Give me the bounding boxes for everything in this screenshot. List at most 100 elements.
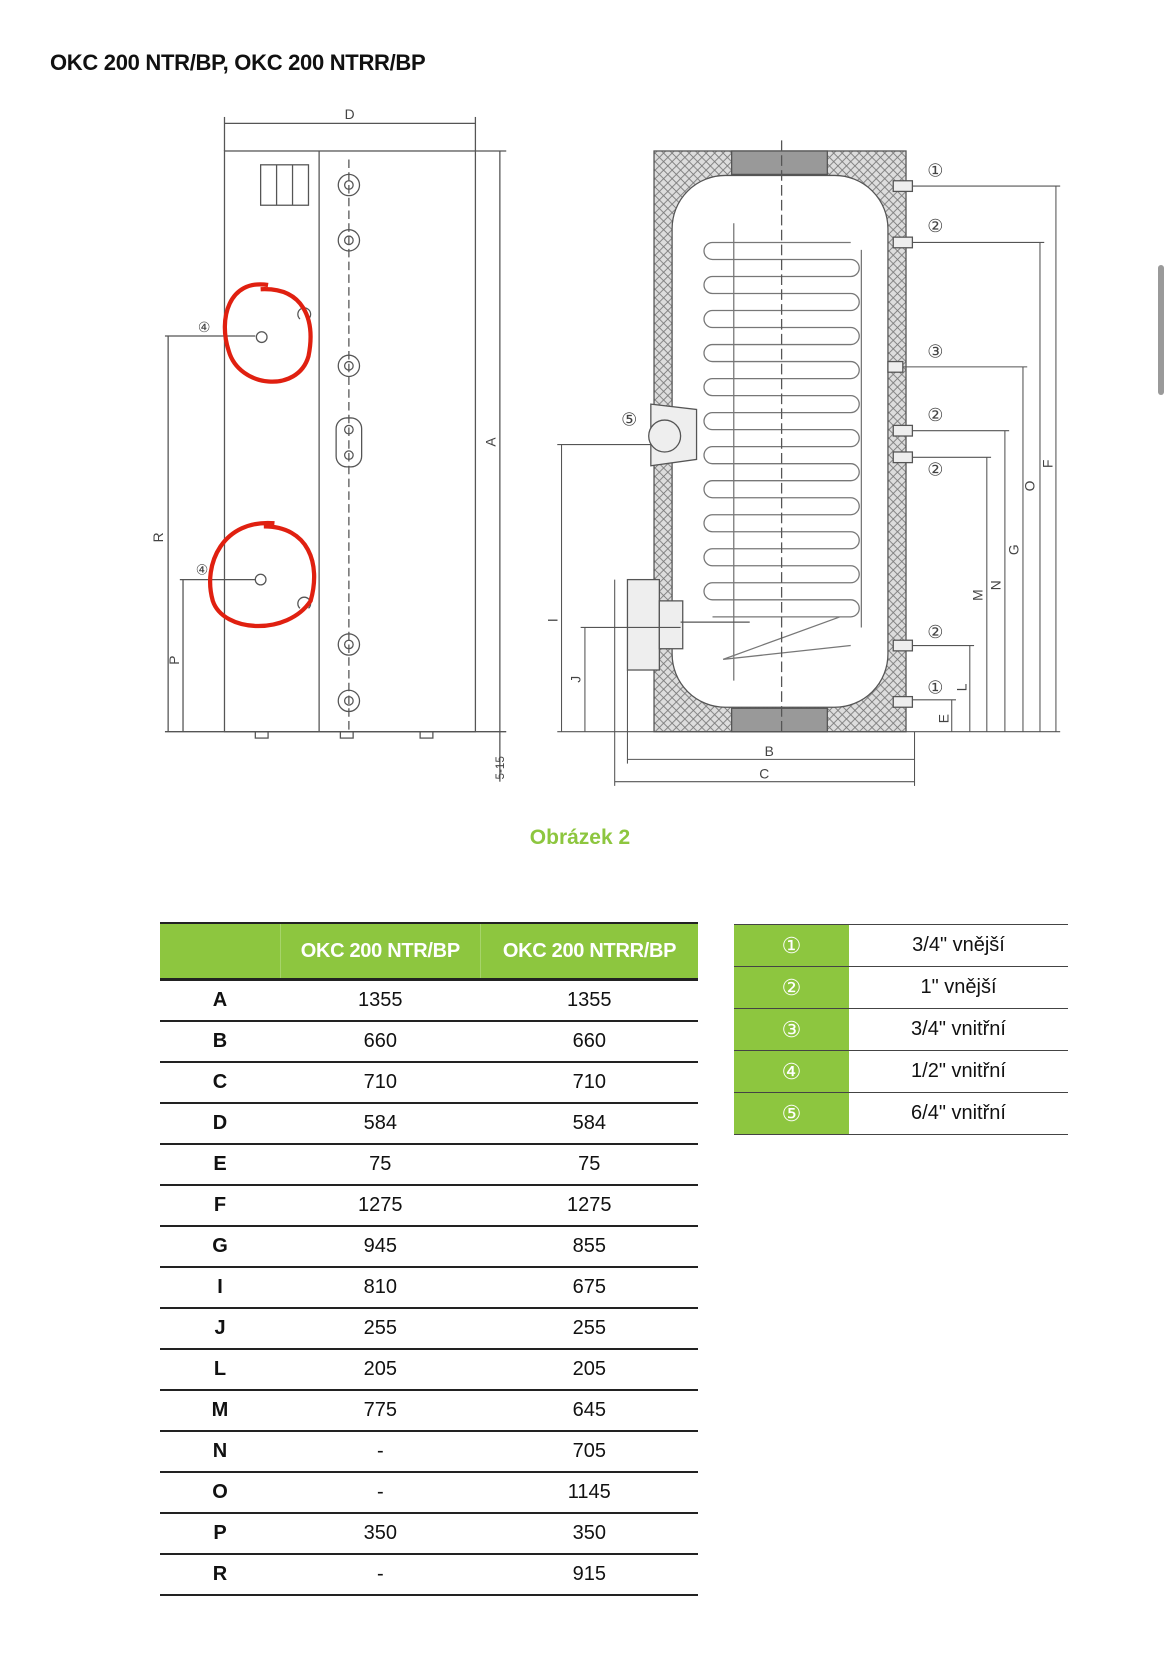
dim-label-a: A: [483, 437, 499, 447]
value-ntrr: 660: [480, 1021, 698, 1063]
connection-size: 3/4" vnitřní: [849, 1008, 1068, 1051]
dimension-key: C: [160, 1062, 280, 1104]
header-empty: [160, 922, 280, 981]
table-row: O-1145: [160, 1472, 698, 1514]
value-ntr: 584: [280, 1103, 481, 1145]
value-ntr: 205: [280, 1349, 481, 1391]
front-view: [164, 116, 507, 782]
dim-label-f: F: [1040, 459, 1056, 467]
value-ntr: -: [280, 1554, 481, 1596]
connection-marker: ①: [734, 924, 849, 967]
connection-size: 3/4" vnější: [849, 924, 1068, 967]
value-ntrr: 1275: [480, 1185, 698, 1227]
dimension-key: P: [160, 1513, 280, 1555]
dimension-key: N: [160, 1431, 280, 1473]
header-ntrr: OKC 200 NTRR/BP: [480, 922, 698, 981]
value-ntrr: 710: [480, 1062, 698, 1104]
value-ntr: 775: [280, 1390, 481, 1432]
value-ntrr: 1145: [480, 1472, 698, 1514]
marker-1-top: ①: [927, 161, 943, 181]
dim-label-p: P: [166, 655, 182, 664]
dim-label-r: R: [150, 532, 166, 542]
connection-marker: ③: [734, 1008, 849, 1051]
marker-2-bottom: ②: [927, 622, 943, 642]
marker-3: ③: [927, 341, 943, 361]
connection-size: 1" vnější: [849, 966, 1068, 1009]
value-ntr: -: [280, 1431, 481, 1473]
value-ntrr: 915: [480, 1554, 698, 1596]
marker-5: ⑤: [621, 409, 637, 429]
marker-2-top: ②: [927, 216, 943, 236]
value-ntr: 1355: [280, 979, 481, 1022]
marker-4-upper: ④: [198, 319, 210, 335]
red-annotations: [208, 282, 317, 629]
dim-label-d: D: [345, 106, 355, 122]
value-ntr: 810: [280, 1267, 481, 1309]
table-row: N-705: [160, 1431, 698, 1473]
value-ntr: 75: [280, 1144, 481, 1186]
section-view: [557, 140, 1061, 786]
value-ntrr: 705: [480, 1431, 698, 1473]
dim-label-e: E: [936, 714, 952, 723]
value-ntr: 1275: [280, 1185, 481, 1227]
dimension-key: G: [160, 1226, 280, 1268]
dim-label-b: B: [765, 743, 774, 759]
red-circle-upper: [222, 282, 313, 384]
dimension-key: D: [160, 1103, 280, 1145]
value-ntr: 350: [280, 1513, 481, 1555]
dimension-key: F: [160, 1185, 280, 1227]
dim-label-i: I: [544, 618, 560, 622]
red-circle-lower: [208, 521, 317, 629]
dim-label-n: N: [988, 580, 1004, 590]
section-connections: [626, 180, 914, 708]
dim-label-o: O: [1022, 480, 1038, 491]
connection-marker: ⑤: [734, 1092, 849, 1135]
dimension-key: J: [160, 1308, 280, 1350]
front-view-body: [223, 150, 477, 733]
front-view-connections: [254, 173, 363, 713]
value-ntr: 660: [280, 1021, 481, 1063]
value-ntr: 710: [280, 1062, 481, 1104]
scrollbar[interactable]: [1158, 265, 1164, 395]
header-ntr: OKC 200 NTR/BP: [279, 922, 481, 981]
marker-2-mid: ②: [927, 405, 943, 425]
dimension-key: M: [160, 1390, 280, 1432]
dimension-key: E: [160, 1144, 280, 1186]
dim-label-l: L: [954, 683, 970, 691]
dimension-key: B: [160, 1021, 280, 1063]
section-view-labels: ① ② ③ ② ② ② ① ⑤ F O G N M L E I J B C: [544, 161, 1055, 782]
connection-marker: ④: [734, 1050, 849, 1093]
dimension-key: I: [160, 1267, 280, 1309]
figure-caption: Obrázek 2: [529, 826, 631, 849]
table-row: R-915: [160, 1554, 698, 1596]
technical-drawing: D A R P 5-15 ④ ④: [150, 106, 1061, 786]
table-header-row: OKC 200 NTR/BP OKC 200 NTRR/BP: [160, 922, 698, 981]
value-ntrr: 205: [480, 1349, 698, 1391]
value-ntrr: 255: [480, 1308, 698, 1350]
heating-coil: [703, 223, 862, 681]
value-ntr: -: [280, 1472, 481, 1514]
connection-size: 6/4" vnitřní: [849, 1092, 1068, 1135]
value-ntrr: 584: [480, 1103, 698, 1145]
value-ntr: 945: [280, 1226, 481, 1268]
dimension-key: A: [160, 979, 280, 1022]
marker-4-lower: ④: [196, 561, 208, 577]
dim-label-g: G: [1006, 544, 1022, 555]
connection-marker: ②: [734, 966, 849, 1009]
marker-2-lower: ②: [927, 459, 943, 479]
